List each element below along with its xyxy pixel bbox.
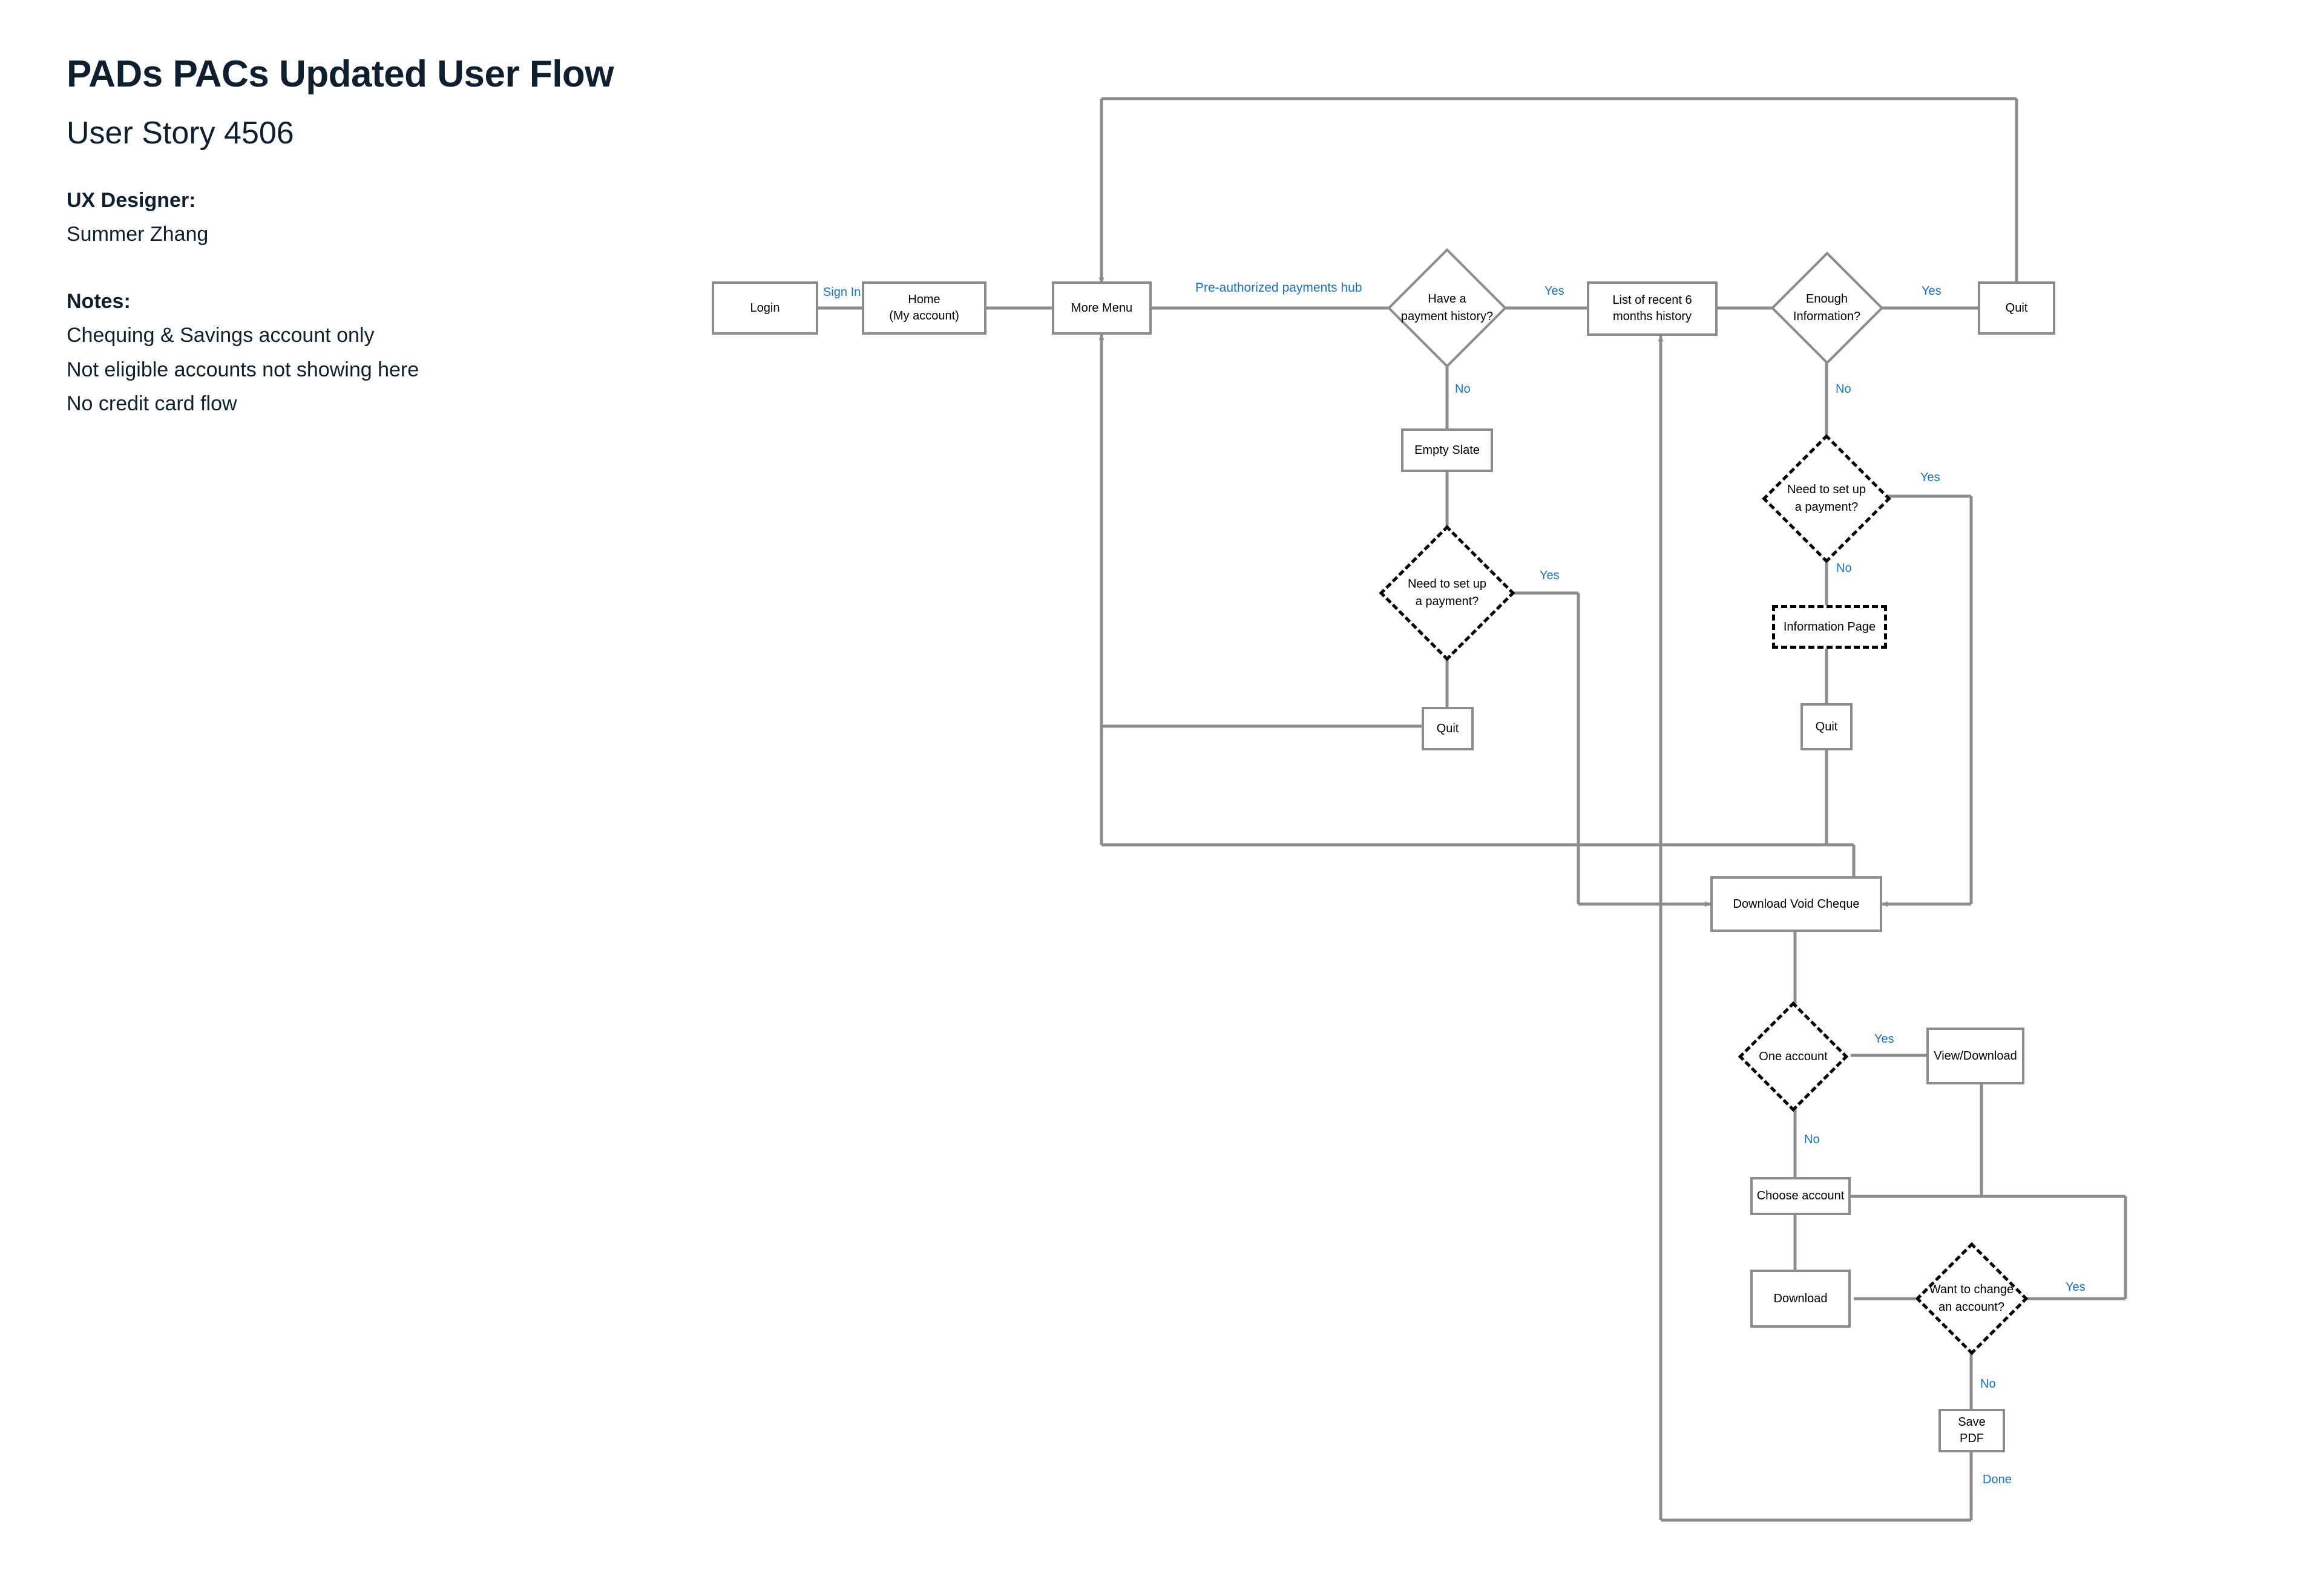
edge-label-done: Done — [1983, 1473, 2012, 1486]
node-download-void-cheque[interactable]: Download Void Cheque — [1710, 876, 1882, 932]
edge-label-sign-in: Sign In — [823, 286, 861, 299]
header-block: PADs PACs Updated User Flow User Story 4… — [67, 54, 672, 425]
node-download-void-cheque-label: Download Void Cheque — [1733, 897, 1860, 911]
edge-label-one-account-yes: Yes — [1874, 1032, 1894, 1046]
node-information-page[interactable]: Information Page — [1772, 605, 1887, 649]
edge-label-setup-right-yes: Yes — [1920, 471, 1940, 484]
node-download-label: Download — [1773, 1291, 1828, 1305]
notes-label: Notes: — [67, 289, 131, 313]
node-quit-left-label: Quit — [1436, 721, 1459, 735]
node-quit-top-label: Quit — [2005, 301, 2028, 315]
node-view-download-label: View/Download — [1934, 1049, 2017, 1063]
node-quit-right-label: Quit — [1815, 720, 1838, 733]
node-view-download[interactable]: View/Download — [1926, 1028, 2024, 1084]
spacer — [67, 256, 672, 289]
edge-label-change-no: No — [1980, 1377, 1996, 1391]
node-quit-top[interactable]: Quit — [1978, 281, 2055, 335]
node-information-page-label: Information Page — [1783, 620, 1876, 634]
node-more-menu-label: More Menu — [1071, 301, 1133, 315]
edge-label-enough-no: No — [1836, 382, 1851, 396]
edge-label-setup-left-yes: Yes — [1540, 569, 1560, 582]
node-download[interactable]: Download — [1750, 1270, 1851, 1328]
edge-label-enough-yes: Yes — [1922, 284, 1942, 298]
note-line-2: Not eligible accounts not showing here — [67, 358, 419, 381]
node-login[interactable]: Login — [712, 281, 818, 335]
node-home[interactable]: Home(My account) — [862, 281, 986, 335]
page-subtitle: User Story 4506 — [67, 116, 294, 151]
node-empty-slate[interactable]: Empty Slate — [1401, 428, 1493, 472]
edge-label-change-yes: Yes — [2066, 1281, 2086, 1294]
page-title: PADs PACs Updated User Flow — [67, 53, 614, 95]
node-choose-account[interactable]: Choose account — [1750, 1177, 1851, 1215]
node-quit-right[interactable]: Quit — [1800, 703, 1853, 750]
node-one-account-label: One account — [1759, 1049, 1828, 1063]
node-login-label: Login — [750, 301, 780, 315]
edge-label-history-yes: Yes — [1544, 284, 1564, 298]
node-save-pdf[interactable]: Save PDF — [1938, 1409, 2005, 1452]
node-home-label: Home(My account) — [889, 293, 959, 323]
node-save-pdf-label: Save PDF — [1958, 1415, 1986, 1445]
edge-label-pah-hub: Pre-authorized payments hub — [1195, 281, 1362, 295]
node-quit-left[interactable]: Quit — [1422, 707, 1474, 750]
node-choose-account-label: Choose account — [1756, 1189, 1845, 1202]
edge-label-one-account-no: No — [1804, 1133, 1820, 1146]
note-line-3: No credit card flow — [67, 392, 237, 416]
node-one-account[interactable]: One account — [1736, 1001, 1851, 1112]
designer-name: Summer Zhang — [67, 223, 209, 246]
node-empty-slate-label: Empty Slate — [1414, 443, 1480, 457]
node-more-menu[interactable]: More Menu — [1052, 281, 1152, 335]
designer-label: UX Designer: — [67, 188, 196, 212]
note-line-1: Chequing & Savings account only — [67, 324, 375, 347]
edge-label-setup-right-no: No — [1836, 562, 1852, 575]
edge-label-history-no: No — [1455, 382, 1471, 396]
